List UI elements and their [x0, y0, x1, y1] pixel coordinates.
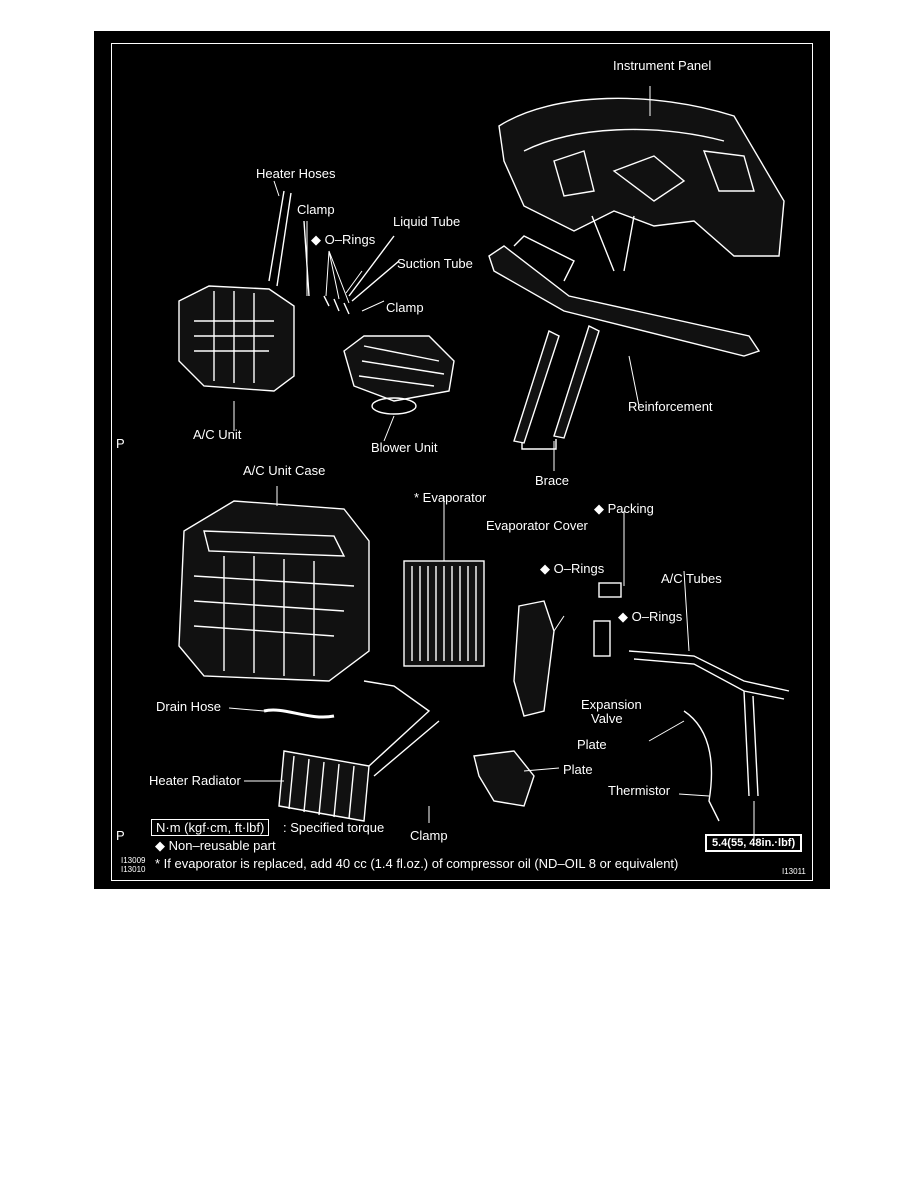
ref-code-right: I13011 [782, 867, 806, 876]
label-brace: Brace [535, 473, 569, 488]
label-ac-unit: A/C Unit [193, 427, 242, 442]
drain-hose-drawing [263, 708, 335, 719]
label-blower-unit: Blower Unit [371, 440, 438, 455]
label-packing: ◆ Packing [594, 501, 654, 516]
label-heater-radiator: Heater Radiator [149, 773, 241, 788]
reinforcement-drawing [488, 235, 761, 357]
diagram-frame [111, 43, 813, 881]
label-clamp-bottom: Clamp [410, 828, 448, 843]
label-liquid-tube: Liquid Tube [393, 214, 461, 229]
label-instrument-panel: Instrument Panel [613, 58, 712, 73]
ac-unit-case-drawing [178, 500, 370, 682]
heater-radiator-drawing [278, 680, 440, 822]
evaporator-drawing [403, 560, 485, 667]
torque-value-box: 5.4(55, 48in.·lbf) [705, 834, 803, 852]
label-clamp-mid: Clamp [386, 300, 424, 315]
legend-torque-units-box: N·m (kgf·cm, ft·lbf) [151, 819, 270, 836]
ref-code-left-2: I13010 [121, 865, 146, 874]
page-mark-bottom: P [116, 828, 125, 843]
label-evaporator: * Evaporator [414, 490, 487, 505]
page-mark-top: P [116, 436, 125, 451]
plate-drawing [473, 750, 535, 807]
legend-note: * If evaporator is replaced, add 40 cc (… [155, 856, 679, 871]
ac-unit-drawing [178, 285, 295, 392]
label-thermistor: Thermistor [608, 783, 671, 798]
label-drain-hose: Drain Hose [156, 699, 222, 714]
evaporator-cover-drawing [513, 582, 622, 717]
blower-unit-drawing [343, 335, 455, 415]
legend-non-reusable: ◆ Non–reusable part [155, 838, 276, 853]
label-o-rings-mid: ◆ O–Rings [540, 561, 605, 576]
diagram-figure: Instrument Panel Heater Hoses Clamp ◆ O–… [94, 31, 830, 889]
label-o-rings-top: ◆ O–Rings [311, 232, 376, 247]
label-ac-unit-case: A/C Unit Case [243, 463, 326, 478]
label-ac-tubes: A/C Tubes [661, 571, 722, 586]
ref-code-left-1: I13009 [121, 856, 146, 865]
legend-torque-text: : Specified torque [283, 820, 385, 835]
label-plate-center: Plate [563, 762, 593, 777]
instrument-panel-drawing [498, 97, 785, 272]
thermistor-drawing [683, 710, 720, 822]
label-plate-right: Plate [577, 737, 607, 752]
label-clamp-top: Clamp [297, 202, 335, 217]
ac-tubes-drawing [628, 650, 790, 797]
label-evaporator-cover: Evaporator Cover [486, 518, 588, 533]
label-reinforcement: Reinforcement [628, 399, 713, 414]
exploded-parts-drawing [178, 86, 790, 841]
label-expansion-valve-line2: Valve [591, 711, 623, 726]
label-o-rings-right: ◆ O–Rings [618, 609, 683, 624]
label-suction-tube: Suction Tube [397, 256, 473, 271]
label-heater-hoses: Heater Hoses [256, 166, 336, 181]
brace-drawing [513, 325, 600, 450]
label-expansion-valve-line1: Expansion [581, 697, 642, 712]
